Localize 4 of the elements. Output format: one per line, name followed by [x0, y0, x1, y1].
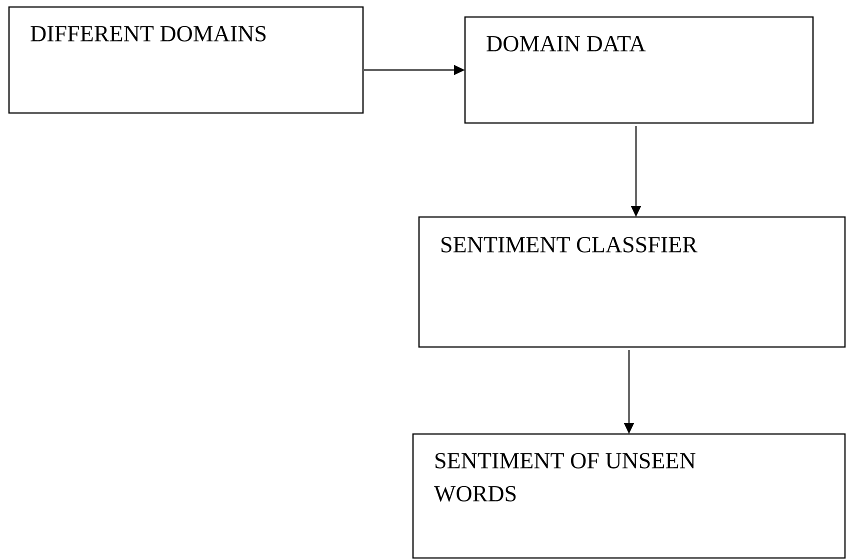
process-box: SENTIMENT CLASSFIER [418, 216, 846, 348]
process-box: DIFFERENT DOMAINS [8, 6, 364, 114]
process-box: DOMAIN DATA [464, 16, 814, 124]
process-box: SENTIMENT OF UNSEEN WORDS [412, 433, 846, 559]
